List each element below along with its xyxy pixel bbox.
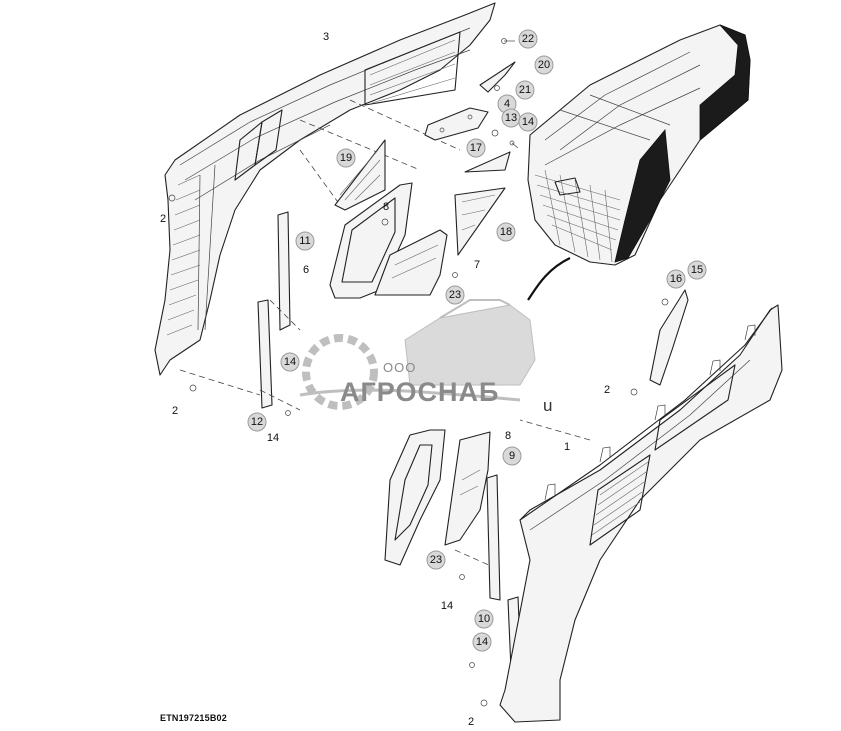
svg-text:16: 16 (670, 273, 682, 285)
svg-text:22: 22 (522, 33, 534, 45)
callout-8-bottom: 8 (505, 430, 511, 442)
callout-14-c: 14 (267, 432, 279, 444)
svg-text:2: 2 (172, 405, 178, 417)
svg-text:17: 17 (470, 142, 482, 154)
callout-2-d: 2 (468, 716, 474, 728)
callout-15: 15 (687, 260, 707, 280)
svg-text:9: 9 (509, 450, 515, 462)
callout-8-top: 8 (383, 201, 389, 213)
callout-16: 16 (666, 269, 686, 289)
svg-text:13: 13 (505, 112, 517, 124)
svg-text:14: 14 (522, 116, 534, 128)
svg-text:15: 15 (691, 264, 703, 276)
callout-6: 6 (303, 264, 309, 276)
watermark-name: АГРОСНАБ (340, 377, 500, 407)
callout-2-a: 2 (160, 213, 166, 225)
svg-text:7: 7 (474, 259, 480, 271)
svg-text:8: 8 (505, 430, 511, 442)
svg-text:23: 23 (449, 289, 461, 301)
left-fender-panel (154, 2, 496, 396)
callout-19: 19 (336, 148, 356, 168)
svg-text:1: 1 (564, 441, 570, 453)
svg-text:2: 2 (468, 716, 474, 728)
watermark-logo (299, 299, 536, 410)
callout-20: 20 (534, 55, 554, 75)
watermark-suffix: u (543, 396, 553, 415)
svg-text:14: 14 (284, 356, 296, 368)
callout-21: 21 (515, 80, 535, 100)
callout-18: 18 (496, 222, 516, 242)
svg-text:4: 4 (504, 98, 510, 110)
callout-14-top: 14 (518, 112, 538, 132)
svg-text:18: 18 (500, 226, 512, 238)
svg-text:14: 14 (267, 432, 279, 444)
svg-text:19: 19 (340, 152, 352, 164)
svg-text:8: 8 (383, 201, 389, 213)
svg-text:14: 14 (441, 600, 453, 612)
small-parts-top (334, 38, 519, 256)
callout-2-b: 2 (172, 405, 178, 417)
hood-assembly (527, 24, 751, 301)
callout-1: 1 (564, 441, 570, 453)
callout-2-c: 2 (604, 384, 610, 396)
svg-text:10: 10 (478, 613, 490, 625)
callout-14-e: 14 (472, 632, 492, 652)
callout-14-d: 14 (441, 600, 453, 612)
center-seals-upper (277, 182, 458, 331)
svg-text:14: 14 (476, 636, 488, 648)
document-id: ETN197215B02 (160, 713, 227, 723)
callout-10: 10 (474, 609, 494, 629)
svg-text:2: 2 (160, 213, 166, 225)
svg-text:3: 3 (323, 31, 329, 43)
center-seals-lower (384, 429, 501, 571)
watermark-company-line: ООО (383, 360, 417, 375)
fasteners (168, 194, 488, 707)
callout-23-top: 23 (445, 285, 465, 305)
callout-13: 13 (501, 108, 521, 128)
callout-22: 22 (518, 29, 538, 49)
right-fender-panel (499, 289, 783, 723)
callout-9: 9 (502, 446, 522, 466)
svg-text:20: 20 (538, 59, 550, 71)
callout-14-left: 14 (280, 352, 300, 372)
svg-text:11: 11 (299, 235, 310, 247)
callout-17: 17 (466, 138, 486, 158)
callout-23-bottom: 23 (426, 550, 446, 570)
callout-11: 11 (295, 231, 315, 251)
callout-3: 3 (323, 31, 329, 43)
svg-text:6: 6 (303, 264, 309, 276)
svg-text:23: 23 (430, 554, 442, 566)
svg-text:12: 12 (251, 416, 263, 428)
svg-text:2: 2 (604, 384, 610, 396)
svg-text:21: 21 (519, 84, 531, 96)
callout-12: 12 (247, 412, 267, 432)
callout-7: 7 (474, 259, 480, 271)
